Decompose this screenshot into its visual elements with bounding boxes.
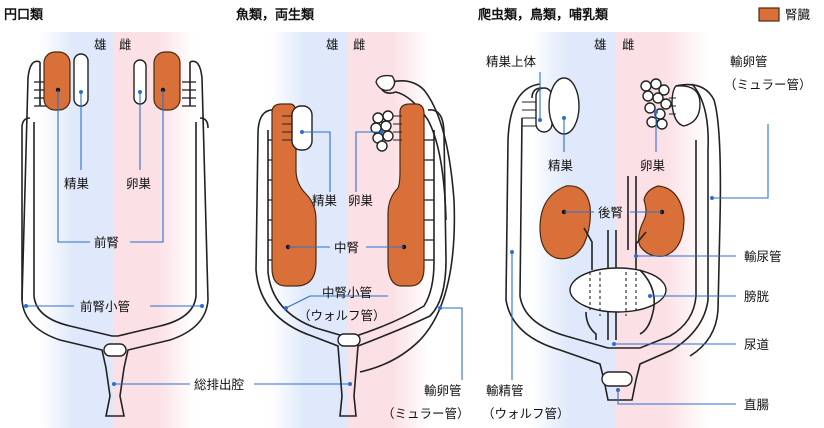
label-a-oviduct-2: （ミュラー管） [724,77,812,92]
panel-amniotes [505,72,769,405]
sex-male-3: 雄 [594,37,607,52]
label-a-vas-deferens-2: （ウォルフ管） [482,406,570,421]
label-a-urethra: 尿道 [744,337,770,352]
sex-female-2: 雌 [353,37,366,52]
label-a-bladder: 膀胱 [744,289,770,304]
title-amniotes: 爬虫類，鳥類，哺乳類 [477,7,609,23]
label-f-ovary: 卵巣 [348,193,374,208]
label-f-testis: 精巣 [312,193,338,208]
sex-male-2: 雄 [326,37,339,52]
label-f-oviduct-1: 輸卵管 [424,383,462,398]
label-f-mesonephros: 中腎 [334,240,359,255]
label-f-mesonephric-duct-2: （ウォルフ管） [298,308,386,323]
label-f-oviduct-2: （ミュラー管） [382,406,470,421]
ovary-cluster-fish [370,110,394,152]
label-c-ovary: 卵巣 [126,176,152,191]
label-f-mesonephric-duct-1: 中腎小管 [322,285,372,300]
label-a-testis: 精巣 [548,158,574,173]
label-a-vas-deferens-1: 輸精管 [486,383,524,398]
legend-swatch [758,7,780,22]
sex-female-1: 雌 [119,37,132,52]
title-cyclostomes: 円口類 [4,8,44,23]
title-fish-amphibians: 魚類，両生類 [236,7,315,23]
sex-female-3: 雌 [622,37,635,52]
label-c-pronephros: 前腎 [94,235,119,250]
legend-label: 腎臓 [785,7,811,22]
panel-fish-amphibians [255,74,463,417]
label-a-ureter: 輸尿管 [744,249,782,264]
label-a-epididymis: 精巣上体 [486,54,537,69]
label-c-testis: 精巣 [64,176,90,191]
label-a-metanephros: 後腎 [598,205,623,220]
ovary-cluster-amniote [640,78,672,130]
panel-cyclostomes [21,51,209,417]
label-a-oviduct-1: 輸卵管 [730,54,768,69]
label-cloaca: 総排出腔 [194,377,244,392]
label-a-ovary: 卵巣 [640,158,666,173]
label-c-pronephric-duct: 前腎小管 [80,299,130,314]
sex-male-1: 雄 [94,37,107,52]
label-a-rectum: 直腸 [744,397,770,412]
